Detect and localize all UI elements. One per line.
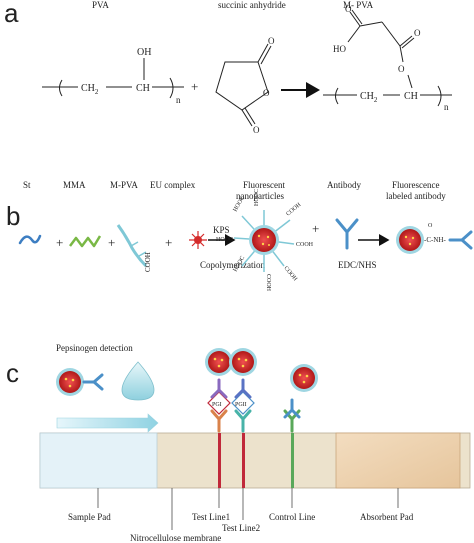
sample-drop-icon xyxy=(121,361,155,401)
mpva-ch: CH xyxy=(404,91,418,102)
mpva-chain-icon: COOH xyxy=(116,224,152,272)
header-eu: EU complex xyxy=(150,180,196,190)
anhydride-o-top: O xyxy=(268,36,275,46)
control-line-complex xyxy=(283,364,318,433)
nitrocellulose-label: Nitrocellulose membrane xyxy=(130,533,221,543)
succinic-anhydride-structure: O O O xyxy=(215,36,275,135)
test-line-1 xyxy=(218,433,221,488)
test-line-1-complex: PGI xyxy=(205,348,233,433)
header-mma: MMA xyxy=(63,180,86,190)
panel-c-letter: c xyxy=(6,358,19,388)
plus-b3: + xyxy=(165,235,172,250)
header-fla-line2: labeled antibody xyxy=(386,191,446,201)
np-hooc-1: HOOC xyxy=(233,195,247,213)
mpva-cooh: COOH xyxy=(144,252,152,272)
copolymerization-label: Copolymerization xyxy=(200,260,265,270)
mpva-o-acid: O xyxy=(345,4,352,14)
header-mpva: M-PVA xyxy=(110,180,138,190)
np-hooc-4: HOOC xyxy=(216,237,233,243)
test-line-2-label: Test Line2 xyxy=(222,523,260,533)
mpva-ch2: CH2 xyxy=(360,91,378,104)
pepsinogen-detection-title: Pepsinogen detection xyxy=(56,343,133,353)
panel-a: a PVA succinic anhydride M- PVA CH2 CH O… xyxy=(4,0,452,135)
np-hooc-2: HOOC xyxy=(254,189,260,206)
amide-o: O xyxy=(428,223,433,229)
test-line-2 xyxy=(242,433,245,488)
panel-b: b St MMA M-PVA EU complex Fluorescent na… xyxy=(6,180,473,292)
mpva-n: n xyxy=(444,102,449,112)
absorbent-pad-label: Absorbent Pad xyxy=(360,512,414,522)
test-line-1-label: Test Line1 xyxy=(192,512,230,522)
pgii-label: PGII xyxy=(235,402,247,408)
absorbent-pad xyxy=(335,432,461,489)
panel-a-letter: a xyxy=(4,0,19,28)
header-antibody: Antibody xyxy=(327,180,362,190)
edc-nhs-label: EDC/NHS xyxy=(338,260,377,270)
control-line xyxy=(291,433,294,488)
np-cooh-1: COOH xyxy=(285,202,302,218)
plus-b1: + xyxy=(56,235,63,250)
header-fla-line1: Fluorescence xyxy=(392,180,439,190)
header-fnp-line2: nanoparticles xyxy=(236,191,284,201)
mpva-o-carbonyl: O xyxy=(414,28,421,38)
pva-ch: CH xyxy=(136,83,150,94)
test-line-2-complex: PGII xyxy=(229,348,257,433)
plus-a: + xyxy=(191,79,198,94)
fluorescent-nanoparticle-icon: HOOC HOOC COOH COOH COOH COOH HOOC HOOC xyxy=(216,189,314,292)
succinic-anhydride-label: succinic anhydride xyxy=(218,0,286,10)
anhydride-o-bottom: O xyxy=(253,125,260,135)
styrene-icon xyxy=(18,234,42,245)
mpva-label: M- PVA xyxy=(343,0,374,10)
mpva-ho: HO xyxy=(333,44,346,54)
pgi-label: PGI xyxy=(212,402,222,408)
mpva-structure: CH2 CH O O O HO n xyxy=(323,4,452,112)
antibody-icon xyxy=(335,218,359,250)
kps-label: KPS xyxy=(213,225,230,235)
panel-c: c Pepsinogen detection xyxy=(6,343,471,543)
flow-direction-arrow xyxy=(56,413,159,433)
plus-b4: + xyxy=(312,221,319,236)
pva-n: n xyxy=(176,95,181,105)
panel-b-letter: b xyxy=(6,201,20,231)
sample-pad-label: Sample Pad xyxy=(68,512,111,522)
mpva-o-ester: O xyxy=(398,64,405,74)
pva-ch2: CH2 xyxy=(81,83,99,96)
labeled-antibody-icon: O -C-NH- xyxy=(396,223,473,254)
control-line-label: Control Line xyxy=(269,512,315,522)
np-cooh-4: COOH xyxy=(265,274,271,292)
pva-oh: OH xyxy=(137,47,151,58)
np-cooh-3: COOH xyxy=(282,265,298,282)
np-cooh-2: COOH xyxy=(296,242,314,248)
plus-b2: + xyxy=(108,235,115,250)
header-fnp-line1: Fluorescent xyxy=(243,180,285,190)
pva-label: PVA xyxy=(92,0,109,10)
sample-pad xyxy=(39,432,158,489)
header-st: St xyxy=(23,180,31,190)
anhydride-o-ring: O xyxy=(263,88,270,98)
labeled-antibody-sample-icon xyxy=(56,368,104,396)
amide-label: -C-NH- xyxy=(424,236,446,244)
mma-icon xyxy=(69,235,102,248)
pva-structure: CH2 CH OH n xyxy=(42,47,184,105)
eu-complex-icon xyxy=(189,231,207,249)
